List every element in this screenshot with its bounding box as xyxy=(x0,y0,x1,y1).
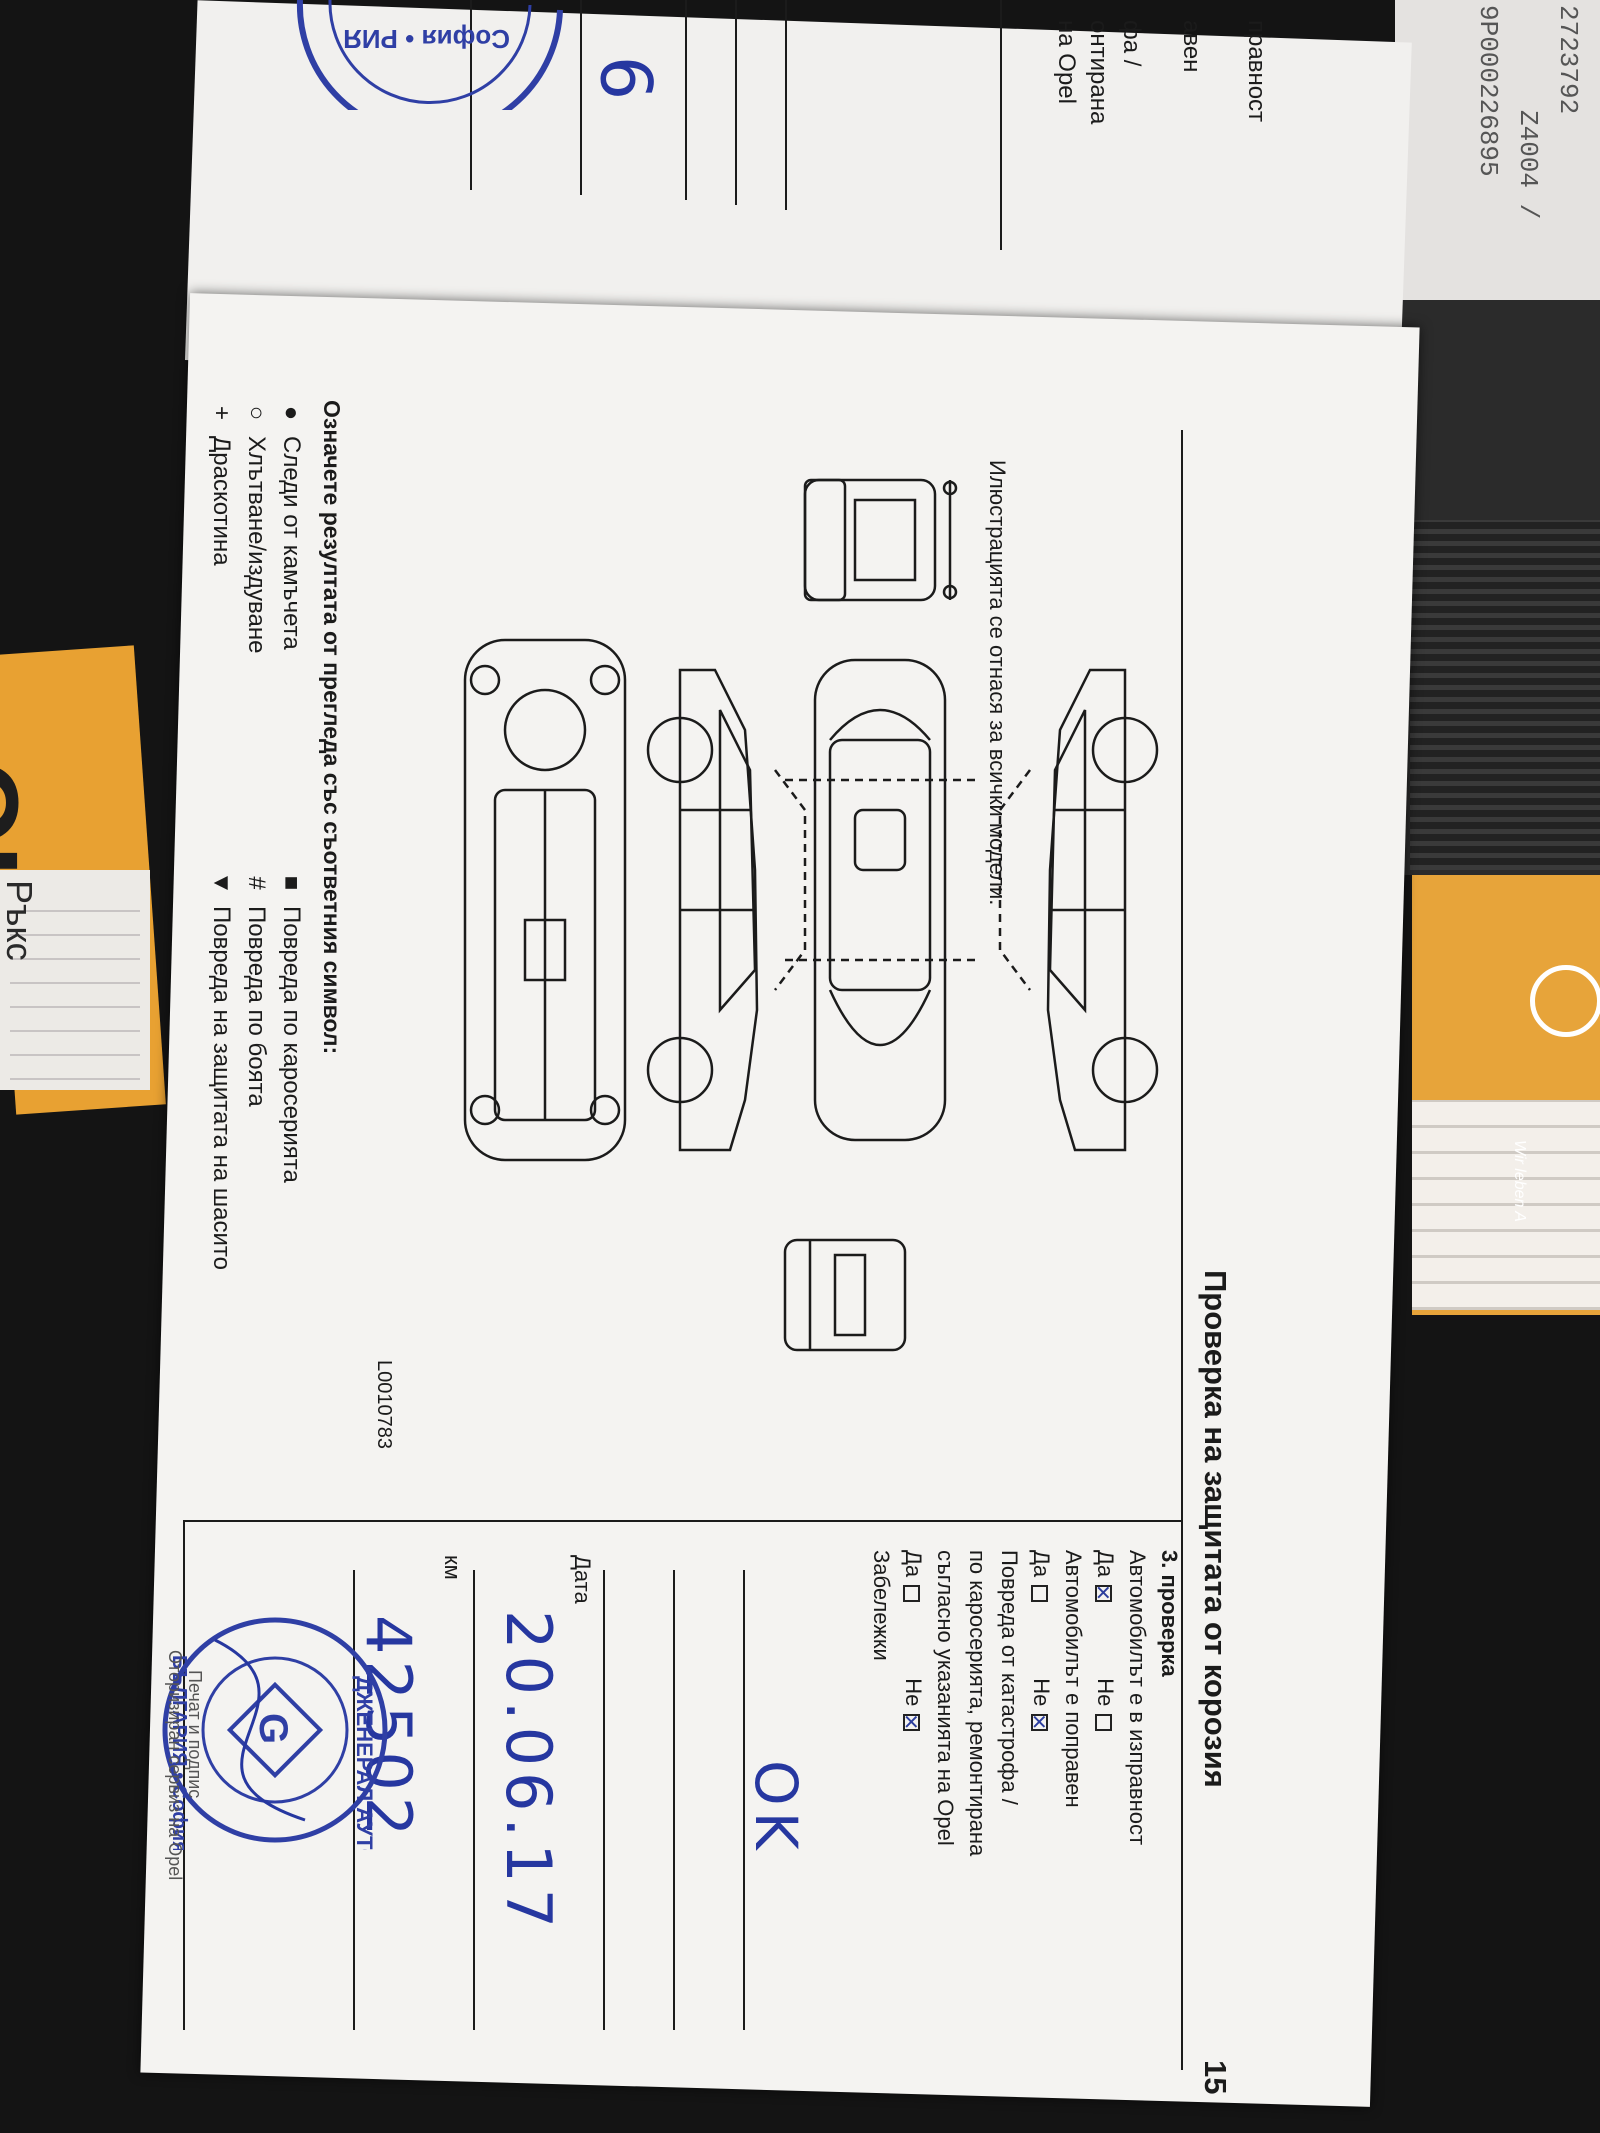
stamp-bottom-text: БЪЛГАРИЯ • София • xyxy=(168,1655,190,1850)
remarks-line xyxy=(673,1570,675,2030)
legend-item: ■ Повреда по каросерията xyxy=(277,870,305,1183)
previous-page-rule xyxy=(785,0,787,210)
previous-page-fragment: авен xyxy=(1178,20,1205,73)
car-left-side-view xyxy=(646,668,807,1152)
background-mat-texture xyxy=(1410,520,1600,870)
question-accident-line: по каросерията, ремонтирана xyxy=(965,1550,990,1857)
remarks-handwriting[interactable]: OK xyxy=(742,1760,810,1856)
previous-page-rule xyxy=(735,0,737,205)
dent-symbol: ○ xyxy=(243,405,270,421)
answer-row: Да Не xyxy=(1025,1550,1057,2030)
diagram-code: L0010783 xyxy=(373,1360,395,1449)
answer-row: Да Не xyxy=(897,1550,929,2030)
question-repaired: Автомобилът е поправен xyxy=(1061,1550,1086,1808)
stamp-caption: Оторизиран сервиз на Opel xyxy=(165,1650,185,1881)
previous-page-fragment: онтирана xyxy=(1085,20,1112,125)
receipt-line: 9P000226895 xyxy=(1473,5,1503,177)
background-receipt xyxy=(1395,0,1600,300)
background-manual-lines xyxy=(10,900,140,1080)
answer-row: Да Не xyxy=(1089,1550,1121,2030)
receipt-line: 2723792 xyxy=(1553,5,1583,115)
question-accident-line: Повреда от катастрофа / xyxy=(997,1550,1022,1805)
legend-label: Хлътване/издуване xyxy=(243,436,270,654)
dealer-stamp: G “ДЖЕНЕРАЛ АУТО” БЪЛГАРИЯ • София • xyxy=(162,1617,388,1850)
chassis-damage-symbol: ▼ xyxy=(208,871,235,895)
background-manual-title: OI xyxy=(0,760,40,877)
svg-text:G: G xyxy=(251,1713,295,1744)
question-roadworthy: Автомобилът е в изправност xyxy=(1125,1550,1150,1846)
yes-checkbox-q1[interactable] xyxy=(1095,1585,1113,1603)
yes-checkbox-q2[interactable] xyxy=(1031,1585,1049,1603)
date-label: Дата xyxy=(570,1555,595,1604)
yes-label: Да xyxy=(1029,1550,1054,1578)
date-line xyxy=(473,1570,475,2030)
car-top-view xyxy=(785,658,975,1142)
car-diagram xyxy=(463,478,1159,1352)
legend-label: Повреда на защитата на шасито xyxy=(208,906,235,1270)
car-front-view xyxy=(803,478,958,602)
page-number: 15 xyxy=(1198,2060,1233,2095)
body-damage-symbol: ■ xyxy=(278,875,305,891)
legend-item: + Драскотина xyxy=(207,400,235,566)
stamp-caption: Печат и подпис xyxy=(185,1670,205,1799)
yes-label: Да xyxy=(901,1550,926,1578)
no-label: Не xyxy=(1029,1678,1054,1707)
no-checkbox-q3[interactable] xyxy=(903,1714,921,1732)
no-checkbox-q1[interactable] xyxy=(1095,1714,1113,1732)
previous-page-rule xyxy=(580,0,582,195)
page-content: Проверка на защитата от корозия 15 Илюст… xyxy=(162,370,1265,2094)
car-rear-view xyxy=(783,1238,907,1352)
opel-logo-icon xyxy=(1530,965,1600,1037)
no-label: Не xyxy=(1093,1678,1118,1707)
yes-label: Да xyxy=(1093,1550,1118,1578)
page-title: Проверка на защитата от корозия xyxy=(1198,1270,1233,1788)
background-manual-subtitle: Ръкс xyxy=(0,880,40,961)
previous-page-handwriting: 6 xyxy=(584,55,667,107)
stamp-top-text: “ДЖЕНЕРАЛ АУТО” xyxy=(352,1665,377,1850)
no-checkbox-q2[interactable] xyxy=(1031,1714,1049,1732)
previous-page-fragment: на Opel xyxy=(1053,20,1080,104)
legend-item: ○ Хлътване/издуване xyxy=(242,400,270,654)
remarks-line xyxy=(603,1570,605,2030)
column-divider xyxy=(183,1520,1183,1522)
legend-label: Следи от камъчета xyxy=(278,436,305,650)
legend-label: Драскотина xyxy=(208,436,235,566)
previous-page-fragment: правност xyxy=(1243,20,1270,123)
inspection-section: 3. проверка Автомобилът е в изправност Д… xyxy=(865,1550,1185,2030)
question-accident-line: съгласно указанията на Opel xyxy=(933,1550,958,1846)
paint-damage-symbol: # xyxy=(243,876,270,890)
date-handwriting[interactable]: 20.06.17 xyxy=(492,1610,565,1935)
no-label: Не xyxy=(901,1678,926,1707)
previous-page-rule xyxy=(685,0,687,200)
car-right-side-view xyxy=(998,668,1159,1152)
opel-slogan: Wir leben A xyxy=(1511,1140,1528,1222)
previous-page-rule xyxy=(1000,0,1002,250)
yes-checkbox-q3[interactable] xyxy=(903,1585,921,1603)
remarks-label: Забележки xyxy=(869,1550,894,1661)
scratch-symbol: + xyxy=(208,405,235,420)
legend-title: Означете резултата от прегледа със съотв… xyxy=(319,400,345,1055)
km-label: км xyxy=(440,1555,465,1580)
receipt-line: Z4004 / xyxy=(1513,110,1543,220)
background-opel-building xyxy=(1412,1100,1600,1310)
car-underbody-view xyxy=(463,638,627,1162)
inspection-heading: 3. проверка xyxy=(1157,1550,1182,1677)
previous-page-stamp: София • РИЯ xyxy=(296,0,563,110)
previous-page-fragment: фа / xyxy=(1118,20,1145,67)
legend-label: Повреда по боята xyxy=(243,906,270,1107)
stone-chip-symbol: ● xyxy=(278,405,305,421)
previous-page-stamp-text: София • РИЯ xyxy=(343,24,510,54)
legend-item: ▼ Повреда на защитата на шасито xyxy=(207,870,235,1270)
legend-item: # Повреда по боята xyxy=(242,870,270,1107)
legend-label: Повреда по каросерията xyxy=(278,906,305,1183)
legend-item: ● Следи от камъчета xyxy=(277,400,305,650)
